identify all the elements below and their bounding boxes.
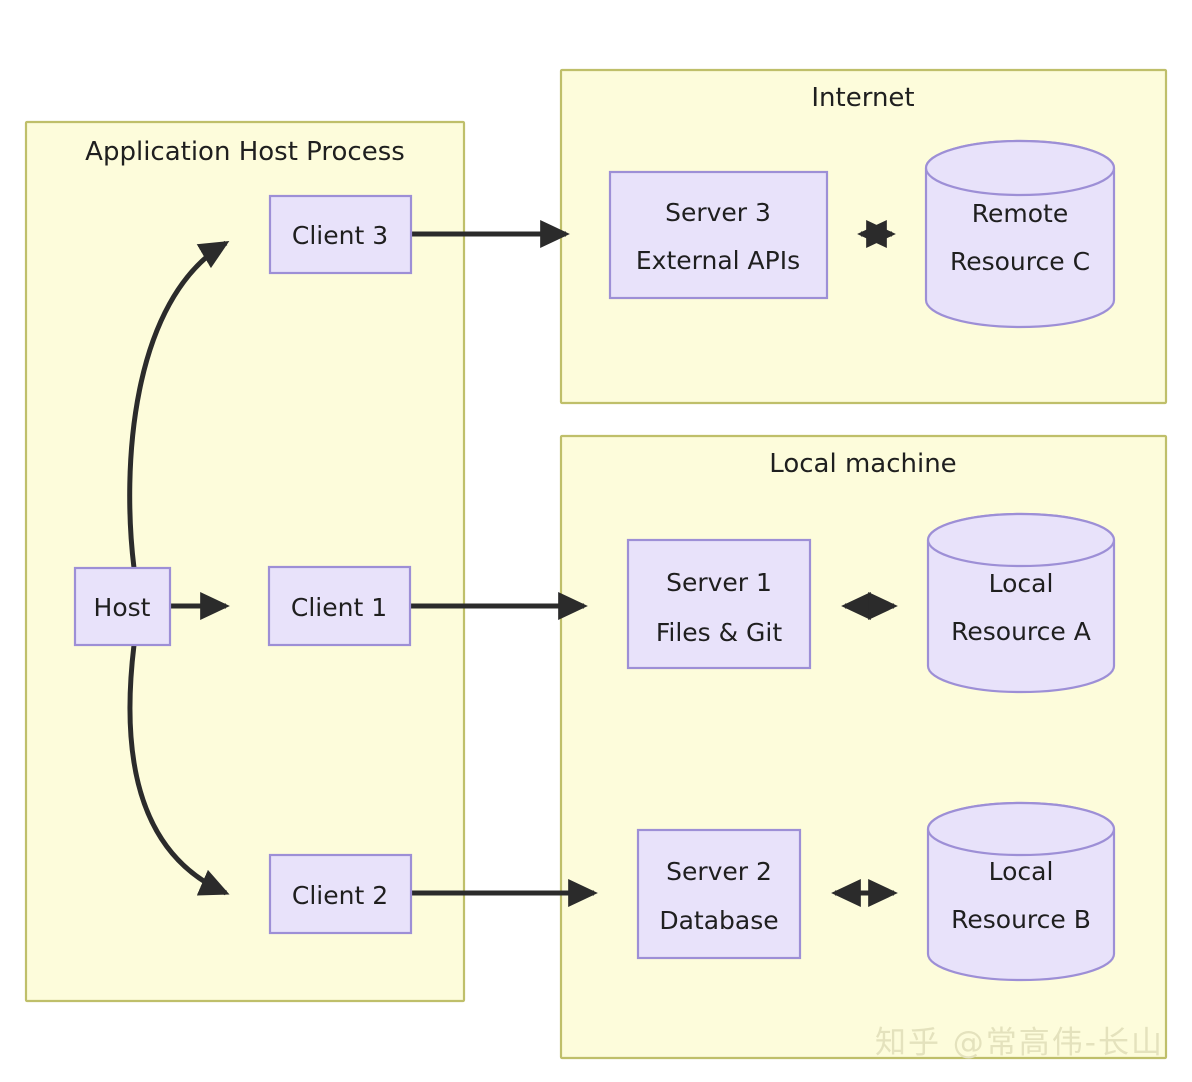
node-server1-label-line2: Files & Git (656, 618, 783, 647)
cluster-host-process-label: Application Host Process (85, 137, 405, 167)
cluster-internet-label: Internet (811, 83, 914, 113)
node-resourceA-label-line2: Resource A (951, 617, 1091, 646)
edge-host-to-client3 (127, 240, 230, 569)
node-resourceC[interactable]: Remote Resource C (924, 139, 1116, 329)
node-host-label: Host (94, 593, 151, 622)
node-host-box[interactable] (73, 566, 172, 647)
node-resourceA-cylinder-top (926, 512, 1116, 568)
node-resourceC-label-line2: Resource C (950, 247, 1090, 276)
node-server2-label-line1: Server 2 (666, 857, 772, 886)
node-client3-label: Client 3 (292, 221, 388, 250)
node-server1[interactable]: Server 1 Files & Git (626, 538, 812, 670)
node-client1[interactable]: Client 1 (267, 565, 412, 647)
node-resourceC-cylinder-top (924, 139, 1116, 197)
node-client3-box[interactable] (268, 194, 413, 275)
node-client1-box[interactable] (267, 565, 412, 647)
node-client2-box[interactable] (268, 853, 413, 935)
node-resourceC-label-line1: Remote (972, 199, 1068, 228)
node-server2-label-line2: Database (659, 906, 778, 935)
node-server2[interactable]: Server 2 Database (636, 828, 802, 960)
node-client3[interactable]: Client 3 (268, 194, 413, 275)
edge-host-to-client2 (127, 644, 230, 896)
node-resourceA-label-line1: Local (989, 569, 1054, 598)
node-client2[interactable]: Client 2 (268, 853, 413, 935)
node-server3-box[interactable] (608, 170, 829, 300)
node-server1-label-line1: Server 1 (666, 568, 772, 597)
node-server3-label-line2: External APIs (636, 246, 800, 275)
node-server3-label-line1: Server 3 (665, 198, 771, 227)
node-resourceB-label-line2: Resource B (951, 905, 1091, 934)
node-host[interactable]: Host (73, 566, 172, 647)
node-client2-label: Client 2 (292, 881, 388, 910)
node-server3[interactable]: Server 3 External APIs (608, 170, 829, 300)
node-resourceA[interactable]: Local Resource A (926, 512, 1116, 694)
node-resourceB-label-line1: Local (989, 857, 1054, 886)
node-resourceB[interactable]: Local Resource B (926, 801, 1116, 982)
node-server2-box[interactable] (636, 828, 802, 960)
node-client1-label: Client 1 (291, 593, 387, 622)
node-resourceB-cylinder-top (926, 801, 1116, 857)
node-server1-box[interactable] (626, 538, 812, 670)
cluster-local-machine-label: Local machine (769, 449, 956, 479)
